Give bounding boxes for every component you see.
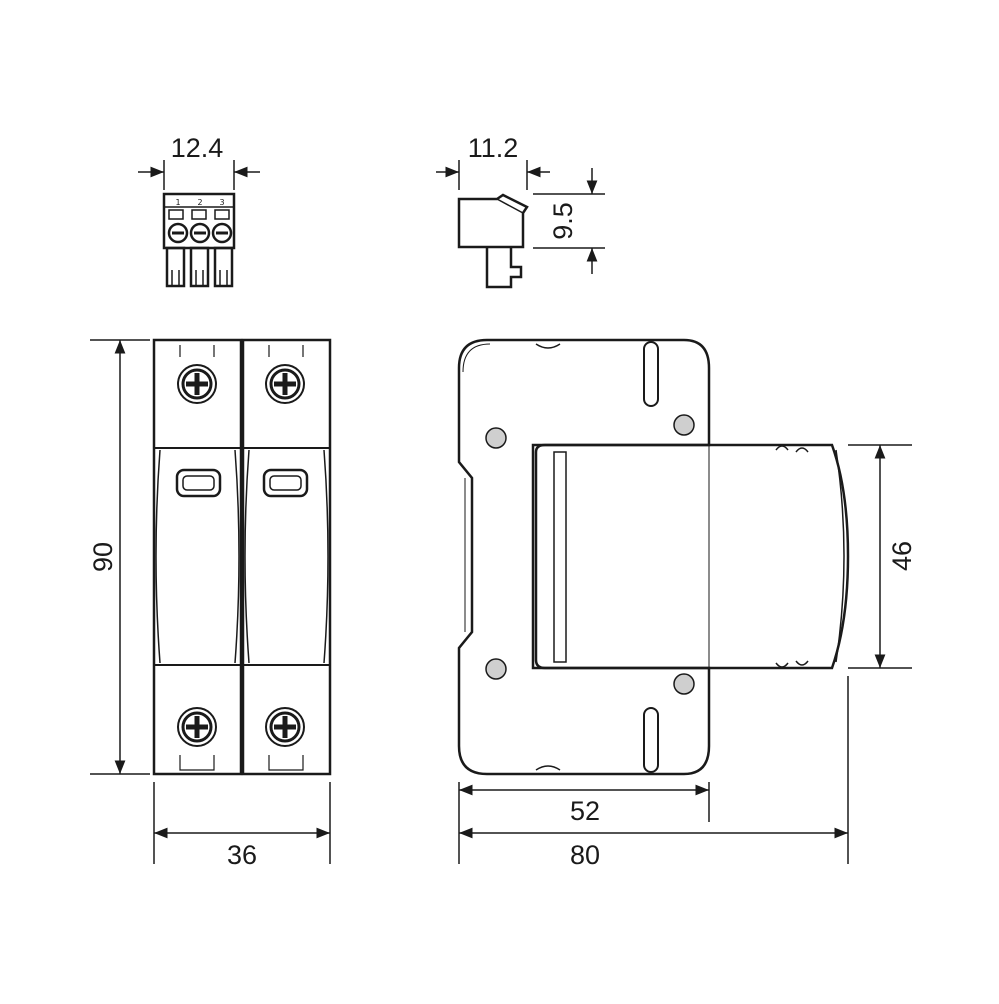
dimension-connector-side-width: 11.2 — [468, 133, 519, 163]
connector-pin-1-label: 1 — [175, 198, 180, 207]
dimension-front-width: 36 — [227, 840, 257, 870]
front-view: 90 36 — [88, 338, 332, 870]
dimension-connector-front-width: 12.4 — [171, 133, 224, 163]
dimension-front-height: 90 — [88, 542, 118, 572]
front-right-bottom-screw-icon — [264, 706, 306, 748]
front-left-indicator-window — [175, 468, 222, 498]
connector-front-view: 1 2 3 12.4 — [138, 133, 260, 288]
dimension-side-mount-depth: 52 — [570, 796, 600, 826]
connector-pin-2-label: 2 — [197, 198, 202, 207]
front-module-left — [152, 338, 243, 776]
connector-screw-icons — [167, 222, 233, 244]
connector-side-body — [457, 193, 529, 249]
front-right-indicator-window — [262, 468, 309, 498]
side-rivet-icon — [673, 414, 695, 436]
front-module-right — [241, 338, 332, 776]
side-base-body — [457, 338, 711, 776]
front-left-top-screw-icon — [176, 363, 218, 405]
front-left-bottom-screw-icon — [176, 706, 218, 748]
connector-pin-3-label: 3 — [219, 198, 224, 207]
side-rivet-icon — [485, 658, 507, 680]
dimension-connector-side-height: 9.5 — [548, 202, 578, 240]
side-rivet-icon — [485, 427, 507, 449]
side-rivet-icon — [673, 673, 695, 695]
connector-side-view: 11.2 9.5 — [436, 133, 605, 289]
dimension-side-total-depth: 80 — [570, 840, 600, 870]
connector-pins — [165, 246, 234, 288]
side-view: 46 52 80 — [457, 338, 917, 870]
dimension-side-body-height: 46 — [887, 541, 917, 571]
front-right-top-screw-icon — [264, 363, 306, 405]
side-plug-module — [534, 443, 850, 670]
